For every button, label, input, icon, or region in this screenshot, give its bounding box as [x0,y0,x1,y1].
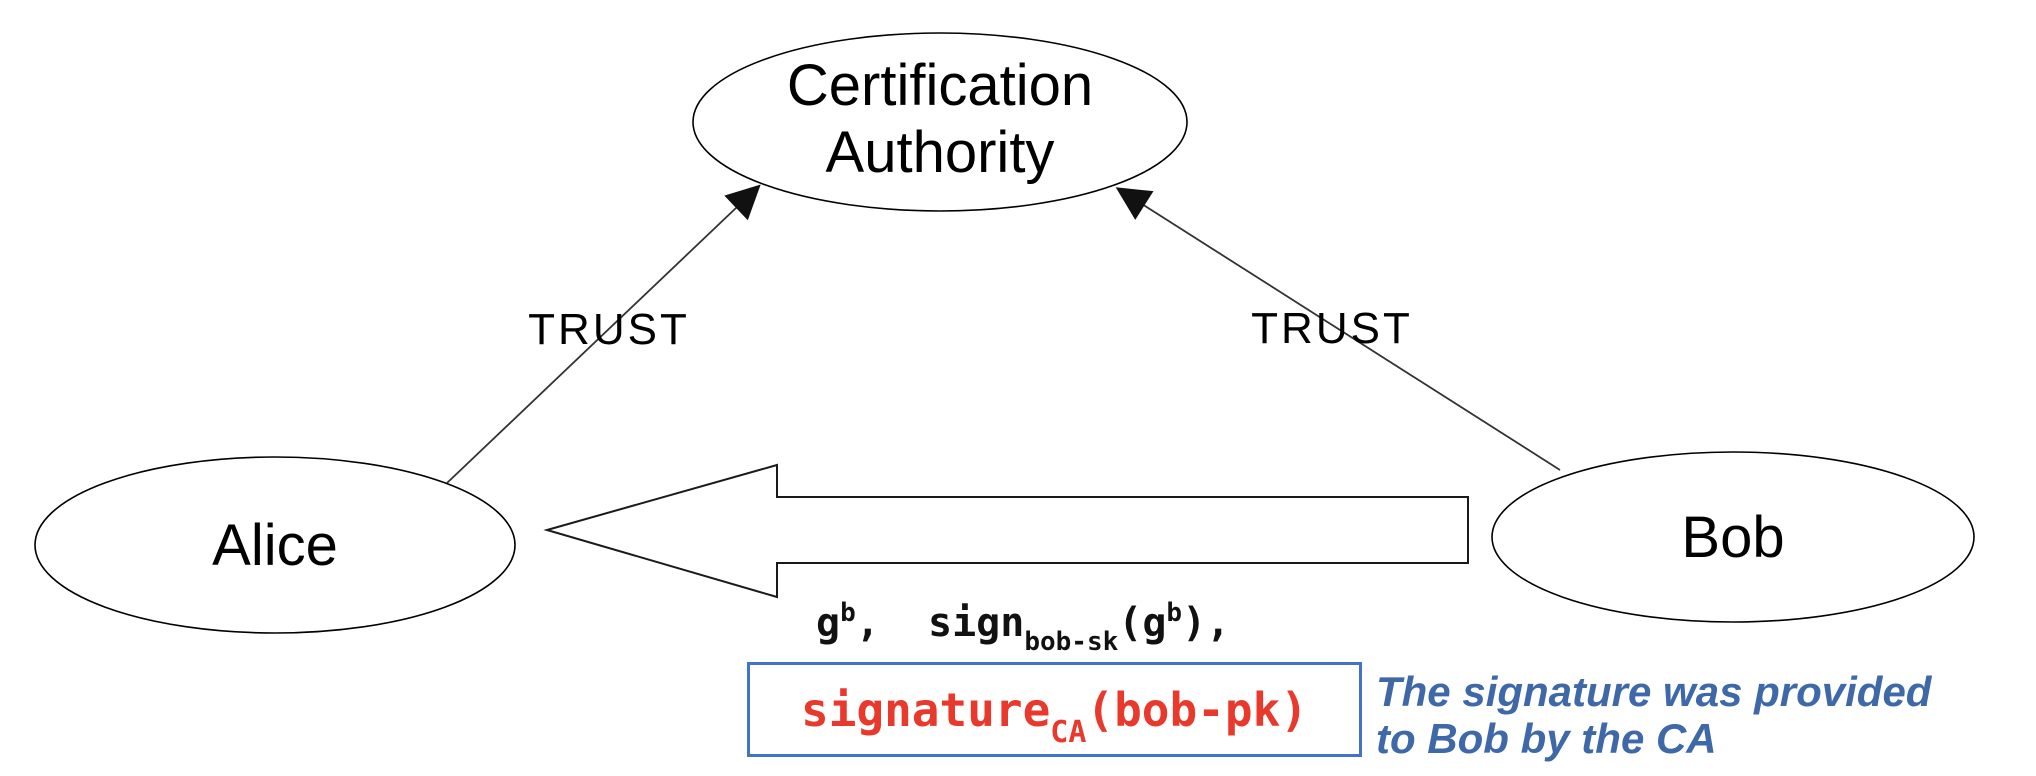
annotation-line-1: The signature was provided [1376,668,1932,715]
alice-trust-label: TRUST [528,305,690,354]
ca-node-ellipse [692,32,1188,212]
signature-subscript: CA [1050,714,1087,750]
dh-arg-open: (g [1118,600,1167,646]
signature-argument: (bob-pk) [1086,682,1308,737]
key-exchange-message: gb, signbob-sk(gb), [816,598,1231,655]
dh-sign-subscript: bob-sk [1024,627,1119,657]
annotation-line-2: to Bob by the CA [1376,715,1717,762]
annotation-text: The signature was provided to Bob by the… [1376,668,2036,762]
bob-to-alice-block-arrow [543,463,1469,599]
bob-trust-label: TRUST [1251,304,1413,353]
alice-node-ellipse [34,456,516,634]
ca-node-label: Certification Authority [786,53,1094,186]
ca-signature-text: signatureCA(bob-pk) [801,687,1308,748]
alice-node-label: Alice [212,513,338,578]
signature-function: signature [801,682,1051,737]
dh-sign-function: , sign [855,600,1025,646]
bob-node-ellipse [1491,451,1975,623]
dh-base: g [816,600,841,646]
dh-arg-close: ), [1182,600,1231,646]
alice-to-ca-trust-line [446,184,761,484]
ca-signature-box: signatureCA(bob-pk) [747,662,1362,757]
bob-to-ca-trust-line [1115,187,1561,471]
bob-node-label: Bob [1681,505,1785,570]
dh-arg-exponent: b [1166,598,1183,628]
dh-exponent: b [840,598,856,628]
